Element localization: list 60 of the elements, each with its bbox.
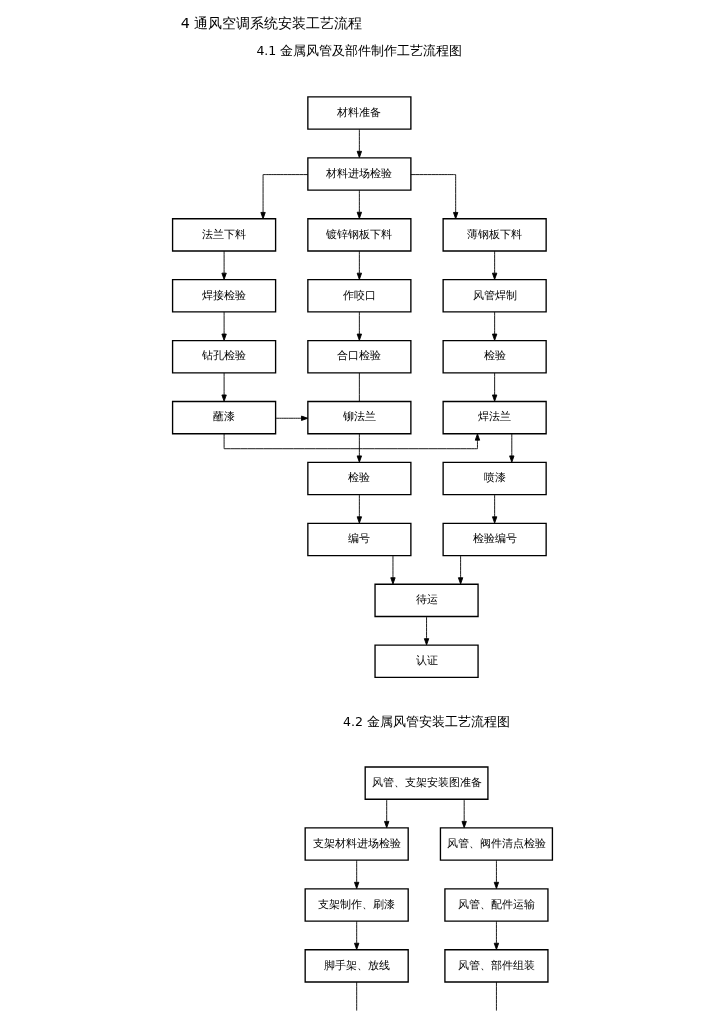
arrow xyxy=(220,311,227,341)
node-box: 风管、支架安装图准备 xyxy=(364,766,489,800)
node-box: 蘸漆 xyxy=(171,400,276,435)
node-box: 焊接检验 xyxy=(171,279,276,313)
connector xyxy=(495,981,497,1012)
node-box: 薄钢板下料 xyxy=(441,218,547,252)
arrow xyxy=(493,859,499,890)
arrow xyxy=(259,174,308,220)
arrow xyxy=(223,433,480,450)
arrow xyxy=(491,494,497,524)
arrow xyxy=(461,799,467,829)
node-box: 材料准备 xyxy=(306,96,412,130)
label: 4.2 金属风管安装工艺流程图 xyxy=(342,713,510,729)
arrow xyxy=(356,311,362,341)
arrow xyxy=(491,372,497,402)
arrow xyxy=(491,311,497,341)
arrow xyxy=(389,555,396,585)
node-box: 检验编号 xyxy=(441,522,547,557)
node-box: 支架制作、刷漆 xyxy=(304,888,409,922)
node-box: 作咬口 xyxy=(306,279,412,313)
arrow xyxy=(423,616,429,646)
node-box: 支架材料进场检验 xyxy=(304,827,409,861)
arrow xyxy=(409,174,458,220)
node-box: 检验 xyxy=(306,461,412,496)
label: 4.1 金属风管及部件制作工艺流程图 xyxy=(255,43,462,59)
arrow xyxy=(356,128,362,159)
node-box: 检验 xyxy=(441,339,547,374)
node-box: 风管、阀件清点检验 xyxy=(439,827,553,861)
node-box: 风管、配件运输 xyxy=(443,888,549,922)
node-box: 风管焊制 xyxy=(441,279,547,313)
node-box: 认证 xyxy=(373,644,479,679)
arrow xyxy=(356,189,362,219)
node-box: 风管、部件组装 xyxy=(443,949,549,983)
arrow xyxy=(353,859,359,890)
arrow xyxy=(353,920,359,950)
node-box: 法兰下料 xyxy=(171,218,276,252)
arrow xyxy=(356,494,362,524)
node-box: 钻孔检验 xyxy=(171,339,276,374)
node-box: 铆法兰 xyxy=(306,400,412,435)
node-box: 喷漆 xyxy=(441,461,547,496)
arrow xyxy=(491,250,497,280)
node-box: 脚手架、放线 xyxy=(304,949,409,983)
diagram-title: 4 通风空调系统安装工艺流程 xyxy=(180,14,362,31)
node-box: 编号 xyxy=(306,522,412,557)
connector xyxy=(355,981,357,1012)
arrow xyxy=(508,433,514,463)
arrow xyxy=(383,799,389,829)
node-box: 合口检验 xyxy=(306,339,412,374)
node-box: 镀锌钢板下料 xyxy=(306,218,412,252)
arrow xyxy=(493,920,499,950)
connector xyxy=(358,372,360,402)
arrow xyxy=(220,250,227,280)
arrow xyxy=(356,433,362,463)
node-box: 材料进场检验 xyxy=(306,157,412,191)
arrow xyxy=(356,250,362,280)
node-box: 焊法兰 xyxy=(441,400,547,435)
arrow xyxy=(274,415,308,421)
arrow xyxy=(220,372,227,402)
node-box: 待运 xyxy=(373,583,479,618)
arrow xyxy=(457,555,463,585)
